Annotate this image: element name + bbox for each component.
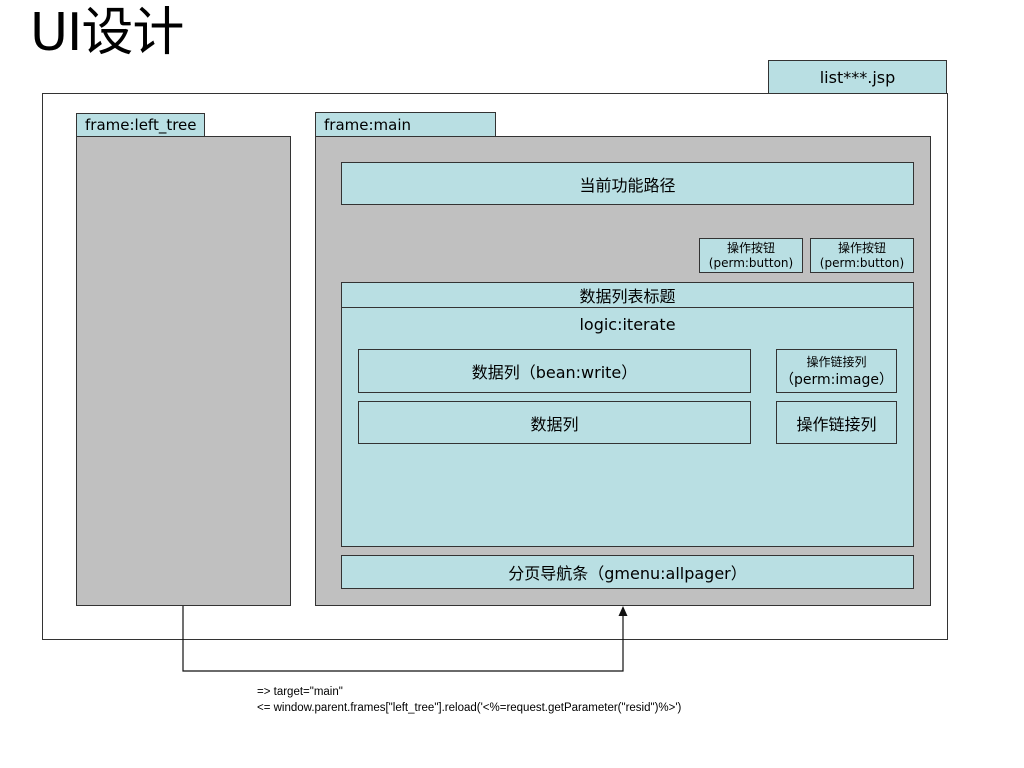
data-column-label: 数据列（bean:write） xyxy=(471,363,638,382)
action-button[interactable]: 操作按钮 (perm:button) xyxy=(699,238,803,273)
operation-link-label: 操作链接列 xyxy=(796,414,877,434)
arrow-head-icon xyxy=(618,606,628,616)
left-tree-frame xyxy=(76,136,291,606)
action-button-perm: (perm:button) xyxy=(819,255,905,270)
action-button-perm: (perm:button) xyxy=(708,255,794,270)
data-column: 数据列 xyxy=(358,401,751,444)
action-button-label: 操作按钮 xyxy=(726,240,775,255)
page-title: UI设计 xyxy=(30,3,184,63)
main-frame-tab-label: frame:main xyxy=(324,115,412,134)
pager: 分页导航条（gmenu:allpager） xyxy=(341,555,914,589)
operation-link-column: 操作链接列 （perm:image） xyxy=(776,349,897,393)
note-reload: <= window.parent.frames["left_tree"].rel… xyxy=(257,702,682,714)
action-button[interactable]: 操作按钮 (perm:button) xyxy=(810,238,914,273)
notes: => target="main" <= window.parent.frames… xyxy=(257,684,681,716)
iterate-label: logic:iterate xyxy=(579,314,676,334)
list-title: 数据列表标题 xyxy=(341,282,914,308)
note-target: => target="main" xyxy=(257,686,343,698)
data-column: 数据列（bean:write） xyxy=(358,349,751,393)
operation-link-label: 操作链接列 xyxy=(806,355,867,369)
connector-line xyxy=(182,606,624,672)
file-tab-label: list***.jsp xyxy=(819,67,896,87)
list-title-label: 数据列表标题 xyxy=(579,287,676,306)
breadcrumb-label: 当前功能路径 xyxy=(579,175,676,195)
operation-link-column: 操作链接列 xyxy=(776,401,897,444)
left-tree-tab-label: frame:left_tree xyxy=(85,116,197,134)
left-tree-tab: frame:left_tree xyxy=(76,113,205,137)
pager-label: 分页导航条（gmenu:allpager） xyxy=(508,564,747,583)
file-tab: list***.jsp xyxy=(768,60,947,94)
operation-link-perm: （perm:image） xyxy=(780,372,893,388)
data-column-label: 数据列 xyxy=(530,414,579,434)
main-frame-tab: frame:main xyxy=(315,112,496,137)
action-button-label: 操作按钮 xyxy=(837,240,886,255)
breadcrumb: 当前功能路径 xyxy=(341,162,914,205)
